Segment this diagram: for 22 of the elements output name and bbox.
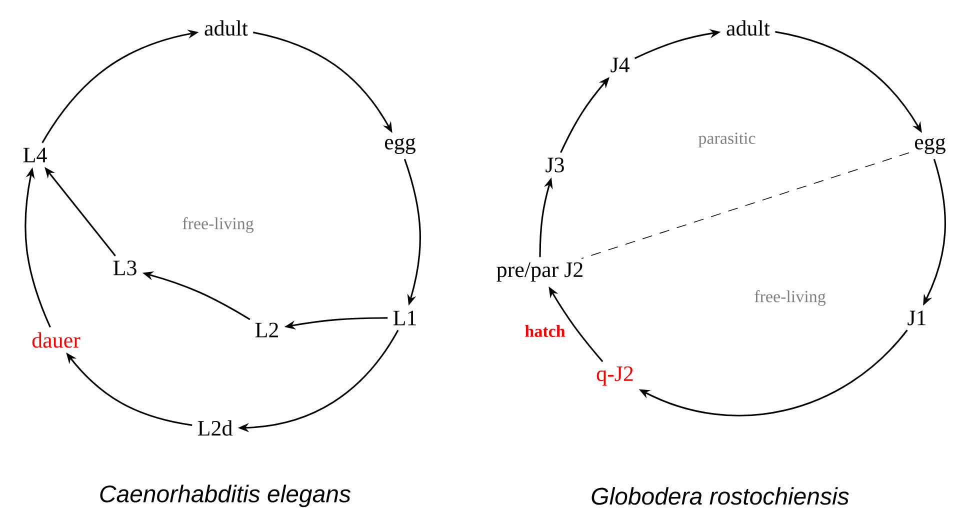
- stage-label: egg: [385, 138, 416, 154]
- stage-label: adult: [726, 20, 770, 36]
- stage-label: pre/par J2: [496, 262, 582, 282]
- edge-label: hatch: [525, 325, 566, 337]
- stage-label: J1: [908, 310, 926, 326]
- stage-label: L2d: [198, 420, 232, 436]
- stage-label: L1: [393, 310, 416, 326]
- free-living-label: free-living: [754, 290, 826, 306]
- stage-label: L2: [255, 322, 278, 338]
- species-name: Globodera rostochiensis: [592, 487, 849, 505]
- zone-label: parasitic: [698, 132, 756, 148]
- stage-label: adult: [204, 20, 248, 36]
- stage-label: dauer: [32, 332, 80, 348]
- species-name: Caenorhabditis elegans: [100, 484, 351, 508]
- dashed-line: [581, 152, 910, 259]
- stage-label: J4: [610, 58, 630, 72]
- stage-label: q-J2: [596, 366, 633, 386]
- free-living-label: free-living: [182, 217, 254, 233]
- stage-label: L4: [23, 148, 47, 162]
- stage-label: egg: [914, 138, 946, 154]
- stage-label: L3: [113, 260, 136, 276]
- stage-label: J3: [546, 158, 564, 172]
